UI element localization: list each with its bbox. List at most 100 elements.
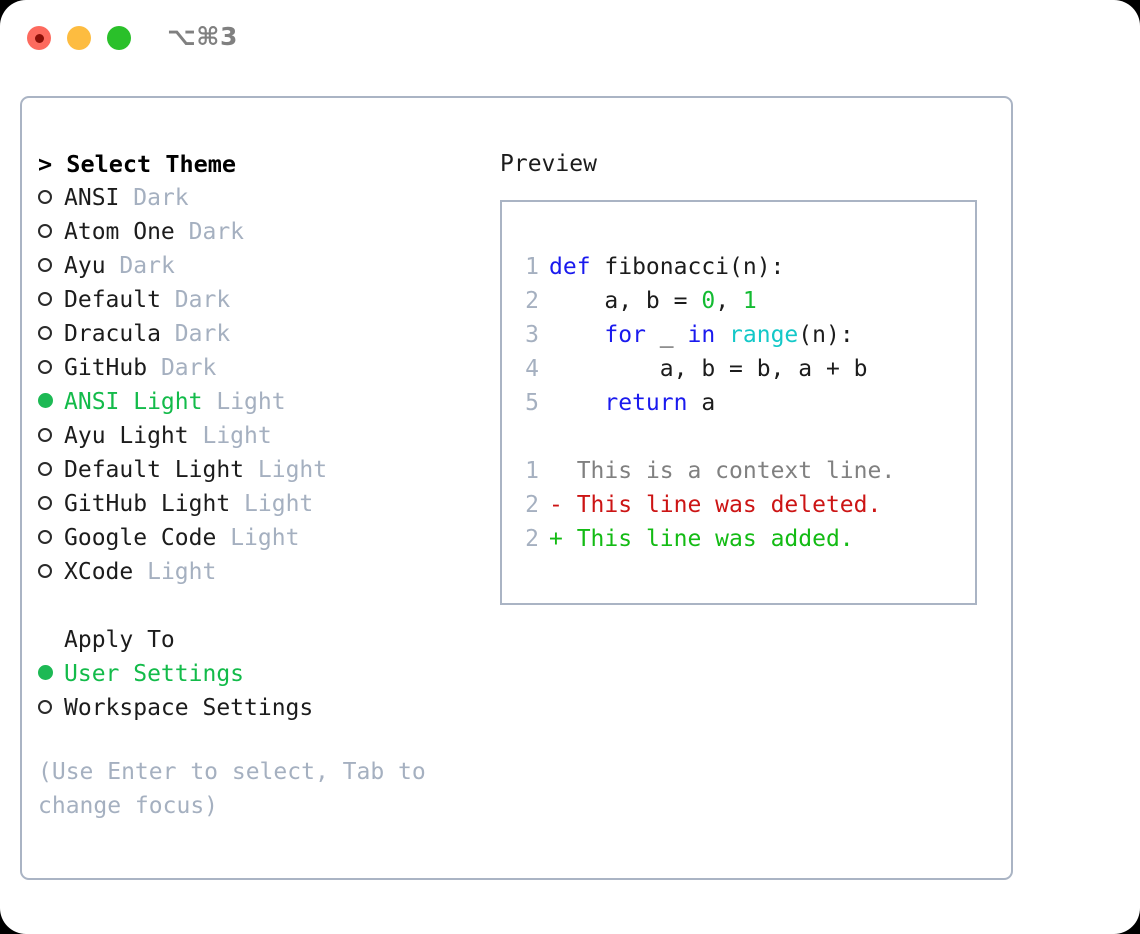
code-token: a, b = [549,288,702,314]
radio-glyph [38,665,53,680]
radio-glyph [38,393,53,408]
code-token [549,390,604,416]
code-diff-spacer [517,420,895,454]
code-token: _ [645,322,688,348]
select-theme-header: > Select Theme [38,150,237,178]
theme-name-label: GitHub Light [64,491,231,517]
theme-list-item[interactable]: ANSI Light Light [38,385,478,419]
radio-unselected-icon[interactable] [38,351,64,385]
radio-selected-icon[interactable] [38,385,64,419]
keyboard-shortcut-label: ⌥⌘3 [167,22,238,51]
diff-marker: - [549,492,563,518]
theme-list-item[interactable]: Ayu Light Light [38,419,478,453]
theme-variant-label: Dark [160,355,217,381]
theme-list-item[interactable]: Google Code Light [38,521,478,555]
line-number: 1 [525,254,539,280]
code-token [715,322,729,348]
apply-to-item[interactable]: User Settings [38,657,478,691]
theme-name-label: ANSI Light [64,389,203,415]
apply-to-item[interactable]: Workspace Settings [38,691,478,725]
theme-list-item[interactable]: Ayu Dark [38,249,478,283]
apply-to-label: Workspace Settings [64,695,314,721]
theme-variant-label: Light [216,389,286,415]
radio-unselected-icon[interactable] [38,317,64,351]
radio-unselected-icon[interactable] [38,521,64,555]
line-number: 5 [525,390,539,416]
code-line: 3 for _ in range(n): [517,318,895,352]
theme-variant-label: Light [257,457,328,483]
line-number: 3 [525,322,539,348]
radio-glyph [38,258,52,272]
theme-name-label: Atom One [64,219,175,245]
minimize-button[interactable] [67,26,91,50]
section-spacer [38,589,478,623]
diff-marker: + [549,526,563,552]
theme-variant-label: Dark [174,287,231,313]
radio-unselected-icon[interactable] [38,487,64,521]
radio-glyph [38,292,52,306]
radio-glyph [38,190,52,204]
radio-unselected-icon[interactable] [38,249,64,283]
theme-variant-label: Light [147,559,217,585]
radio-selected-icon[interactable] [38,657,64,691]
radio-glyph [38,326,52,340]
code-token: def [549,254,591,280]
theme-list-item[interactable]: GitHub Dark [38,351,478,385]
close-button[interactable] [27,26,51,50]
theme-name-label: Dracula [64,321,161,347]
code-token [549,322,604,348]
theme-list-item[interactable]: Atom One Dark [38,215,478,249]
radio-unselected-icon[interactable] [38,283,64,317]
maximize-button[interactable] [107,26,131,50]
theme-list-item[interactable]: GitHub Light Light [38,487,478,521]
apply-to-header: Apply To [64,627,175,653]
diff-marker [549,458,563,484]
diff-line-number: 2 [525,526,539,552]
theme-list-item[interactable]: ANSI Dark [38,181,478,215]
theme-list-item[interactable]: Default Dark [38,283,478,317]
radio-unselected-icon[interactable] [38,215,64,249]
diff-line: 2- This line was deleted. [517,488,895,522]
code-token: in [687,322,716,348]
radio-unselected-icon[interactable] [38,181,64,215]
radio-unselected-icon[interactable] [38,555,64,589]
diff-text: This is a context line. [562,458,896,484]
code-token: (n): [798,322,854,348]
theme-name-label: XCode [64,559,134,585]
theme-variant-label: Dark [174,321,231,347]
code-line: 2 a, b = 0, 1 [517,284,895,318]
radio-unselected-icon[interactable] [38,419,64,453]
radio-unselected-icon[interactable] [38,453,64,487]
code-line: 5 return a [517,386,895,420]
diff-text: This line was deleted. [562,492,882,518]
diff-line: 1 This is a context line. [517,454,895,488]
radio-glyph [38,224,52,238]
theme-variant-label: Light [230,525,300,551]
radio-unselected-icon[interactable] [38,691,64,725]
line-number: 4 [525,356,539,382]
code-token: for [604,322,646,348]
radio-glyph [38,564,52,578]
theme-variant-label: Dark [188,219,245,245]
theme-list-item[interactable]: XCode Light [38,555,478,589]
keyboard-hint-text: (Use Enter to select, Tab to change focu… [38,759,440,819]
radio-glyph [38,530,52,544]
code-token: 1 [742,288,757,314]
code-token: range [729,322,799,348]
code-token: a, b = b, a + b [549,356,868,382]
theme-variant-label: Light [244,491,314,517]
radio-glyph [38,462,52,476]
diff-text: This line was added. [562,526,854,552]
code-line: 4 a, b = b, a + b [517,352,895,386]
close-dot-core [34,33,44,43]
theme-list-item[interactable]: Default Light Light [38,453,478,487]
diff-line: 2 + This line was added. [517,522,895,556]
theme-list-item[interactable]: Dracula Dark [38,317,478,351]
